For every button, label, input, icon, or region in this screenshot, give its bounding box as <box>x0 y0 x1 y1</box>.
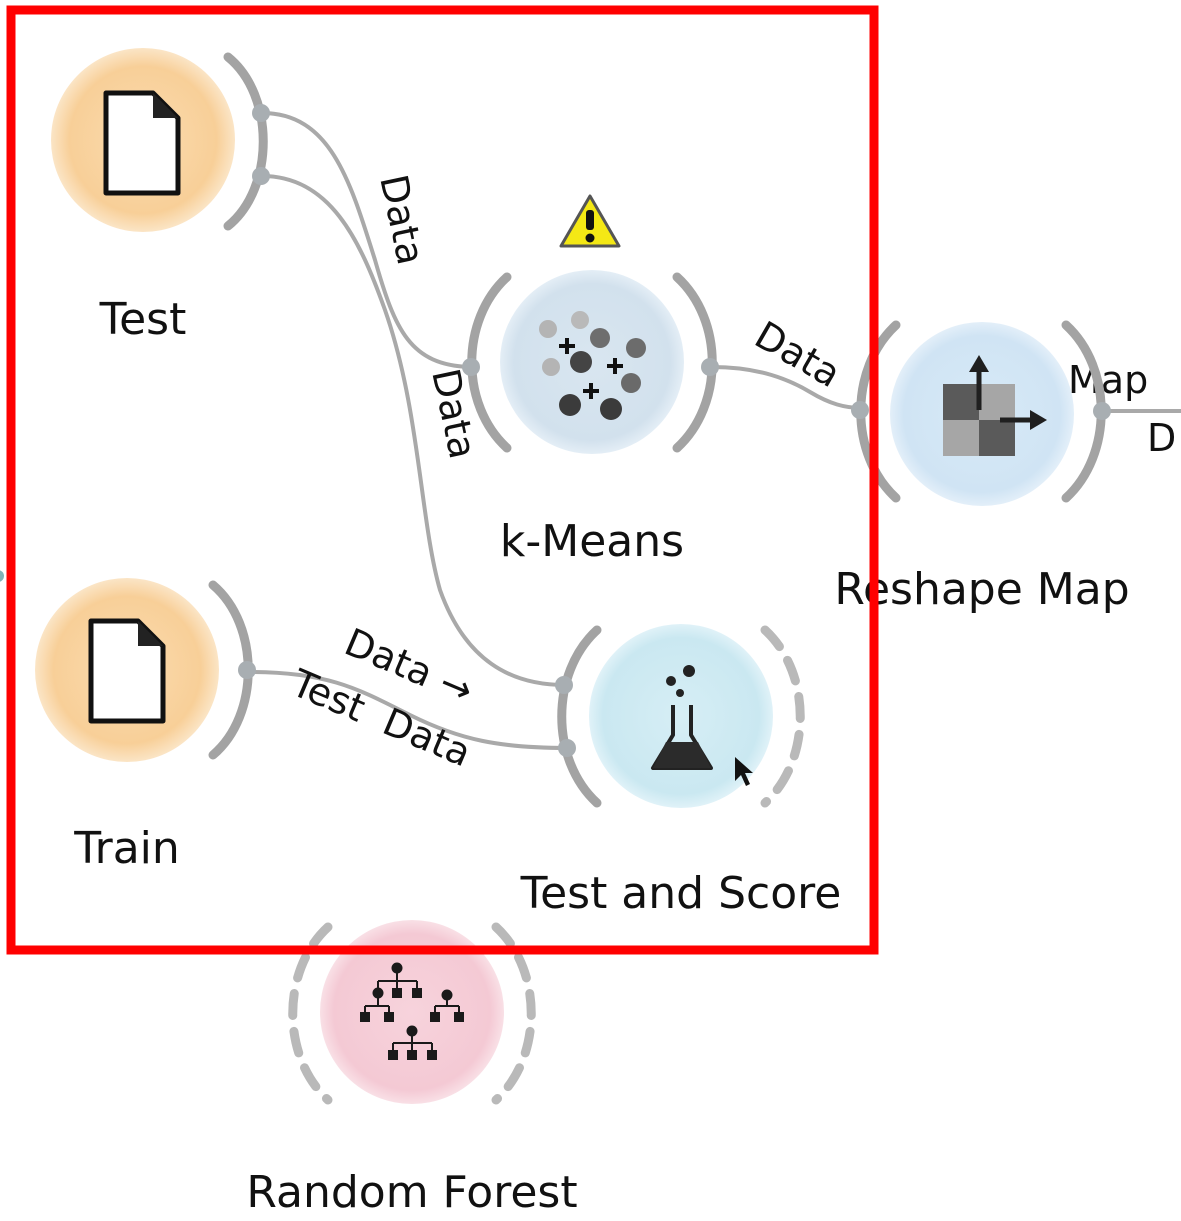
node-testscore-body[interactable] <box>589 624 773 808</box>
file-icon <box>103 90 181 196</box>
node-kmeans[interactable]: k-Means <box>462 194 719 567</box>
input-channel[interactable] <box>557 625 602 808</box>
node-random-forest[interactable]: Random Forest <box>246 920 578 1218</box>
link-test-kmeans[interactable] <box>261 111 471 369</box>
node-train[interactable]: Train <box>35 578 256 874</box>
kmeans-clusters-icon <box>539 311 646 420</box>
link-train-testscore[interactable] <box>249 670 569 750</box>
output-anchor[interactable] <box>701 358 719 376</box>
highlight-box <box>6 5 879 955</box>
input-anchor[interactable] <box>462 358 480 376</box>
node-label: Test <box>99 294 187 345</box>
node-test-and-score[interactable]: Test and Score <box>520 624 842 919</box>
output-channel[interactable] <box>760 625 805 808</box>
input-anchor[interactable] <box>558 739 576 757</box>
node-label: Reshape Map <box>834 564 1129 615</box>
warning-icon[interactable] <box>559 194 621 248</box>
node-reshape-map[interactable]: Reshape Map <box>834 320 1130 615</box>
output-channel[interactable] <box>491 922 536 1105</box>
node-label: k-Means <box>500 516 684 567</box>
input-anchor[interactable] <box>851 401 869 419</box>
mouse-pointer-icon <box>735 757 753 786</box>
output-anchor[interactable] <box>252 167 270 185</box>
link-test-testscore[interactable] <box>261 174 566 687</box>
file-icon <box>88 618 166 724</box>
random-forest-icon <box>360 962 464 1060</box>
link-label-reshape-out-bottom: D <box>1147 416 1176 460</box>
input-anchor[interactable] <box>555 676 573 694</box>
link-label-test-kmeans: Data <box>371 171 433 269</box>
output-channel[interactable] <box>223 52 268 231</box>
links <box>249 111 1181 750</box>
node-label: Train <box>73 823 180 874</box>
input-channel[interactable] <box>288 922 333 1105</box>
output-anchor[interactable] <box>252 104 270 122</box>
output-anchor[interactable] <box>1093 402 1111 420</box>
reshape-map-icon <box>943 355 1047 456</box>
node-rf-body[interactable] <box>320 920 504 1104</box>
output-anchor[interactable] <box>238 661 256 679</box>
flask-icon <box>651 665 713 770</box>
node-test[interactable]: Test <box>51 48 270 345</box>
node-label: Random Forest <box>246 1167 577 1218</box>
link-label-reshape-out-top: Map <box>1068 358 1148 402</box>
link-kmeans-reshape[interactable] <box>711 365 863 410</box>
offscreen-anchor <box>0 570 4 582</box>
node-label: Test and Score <box>520 868 842 919</box>
